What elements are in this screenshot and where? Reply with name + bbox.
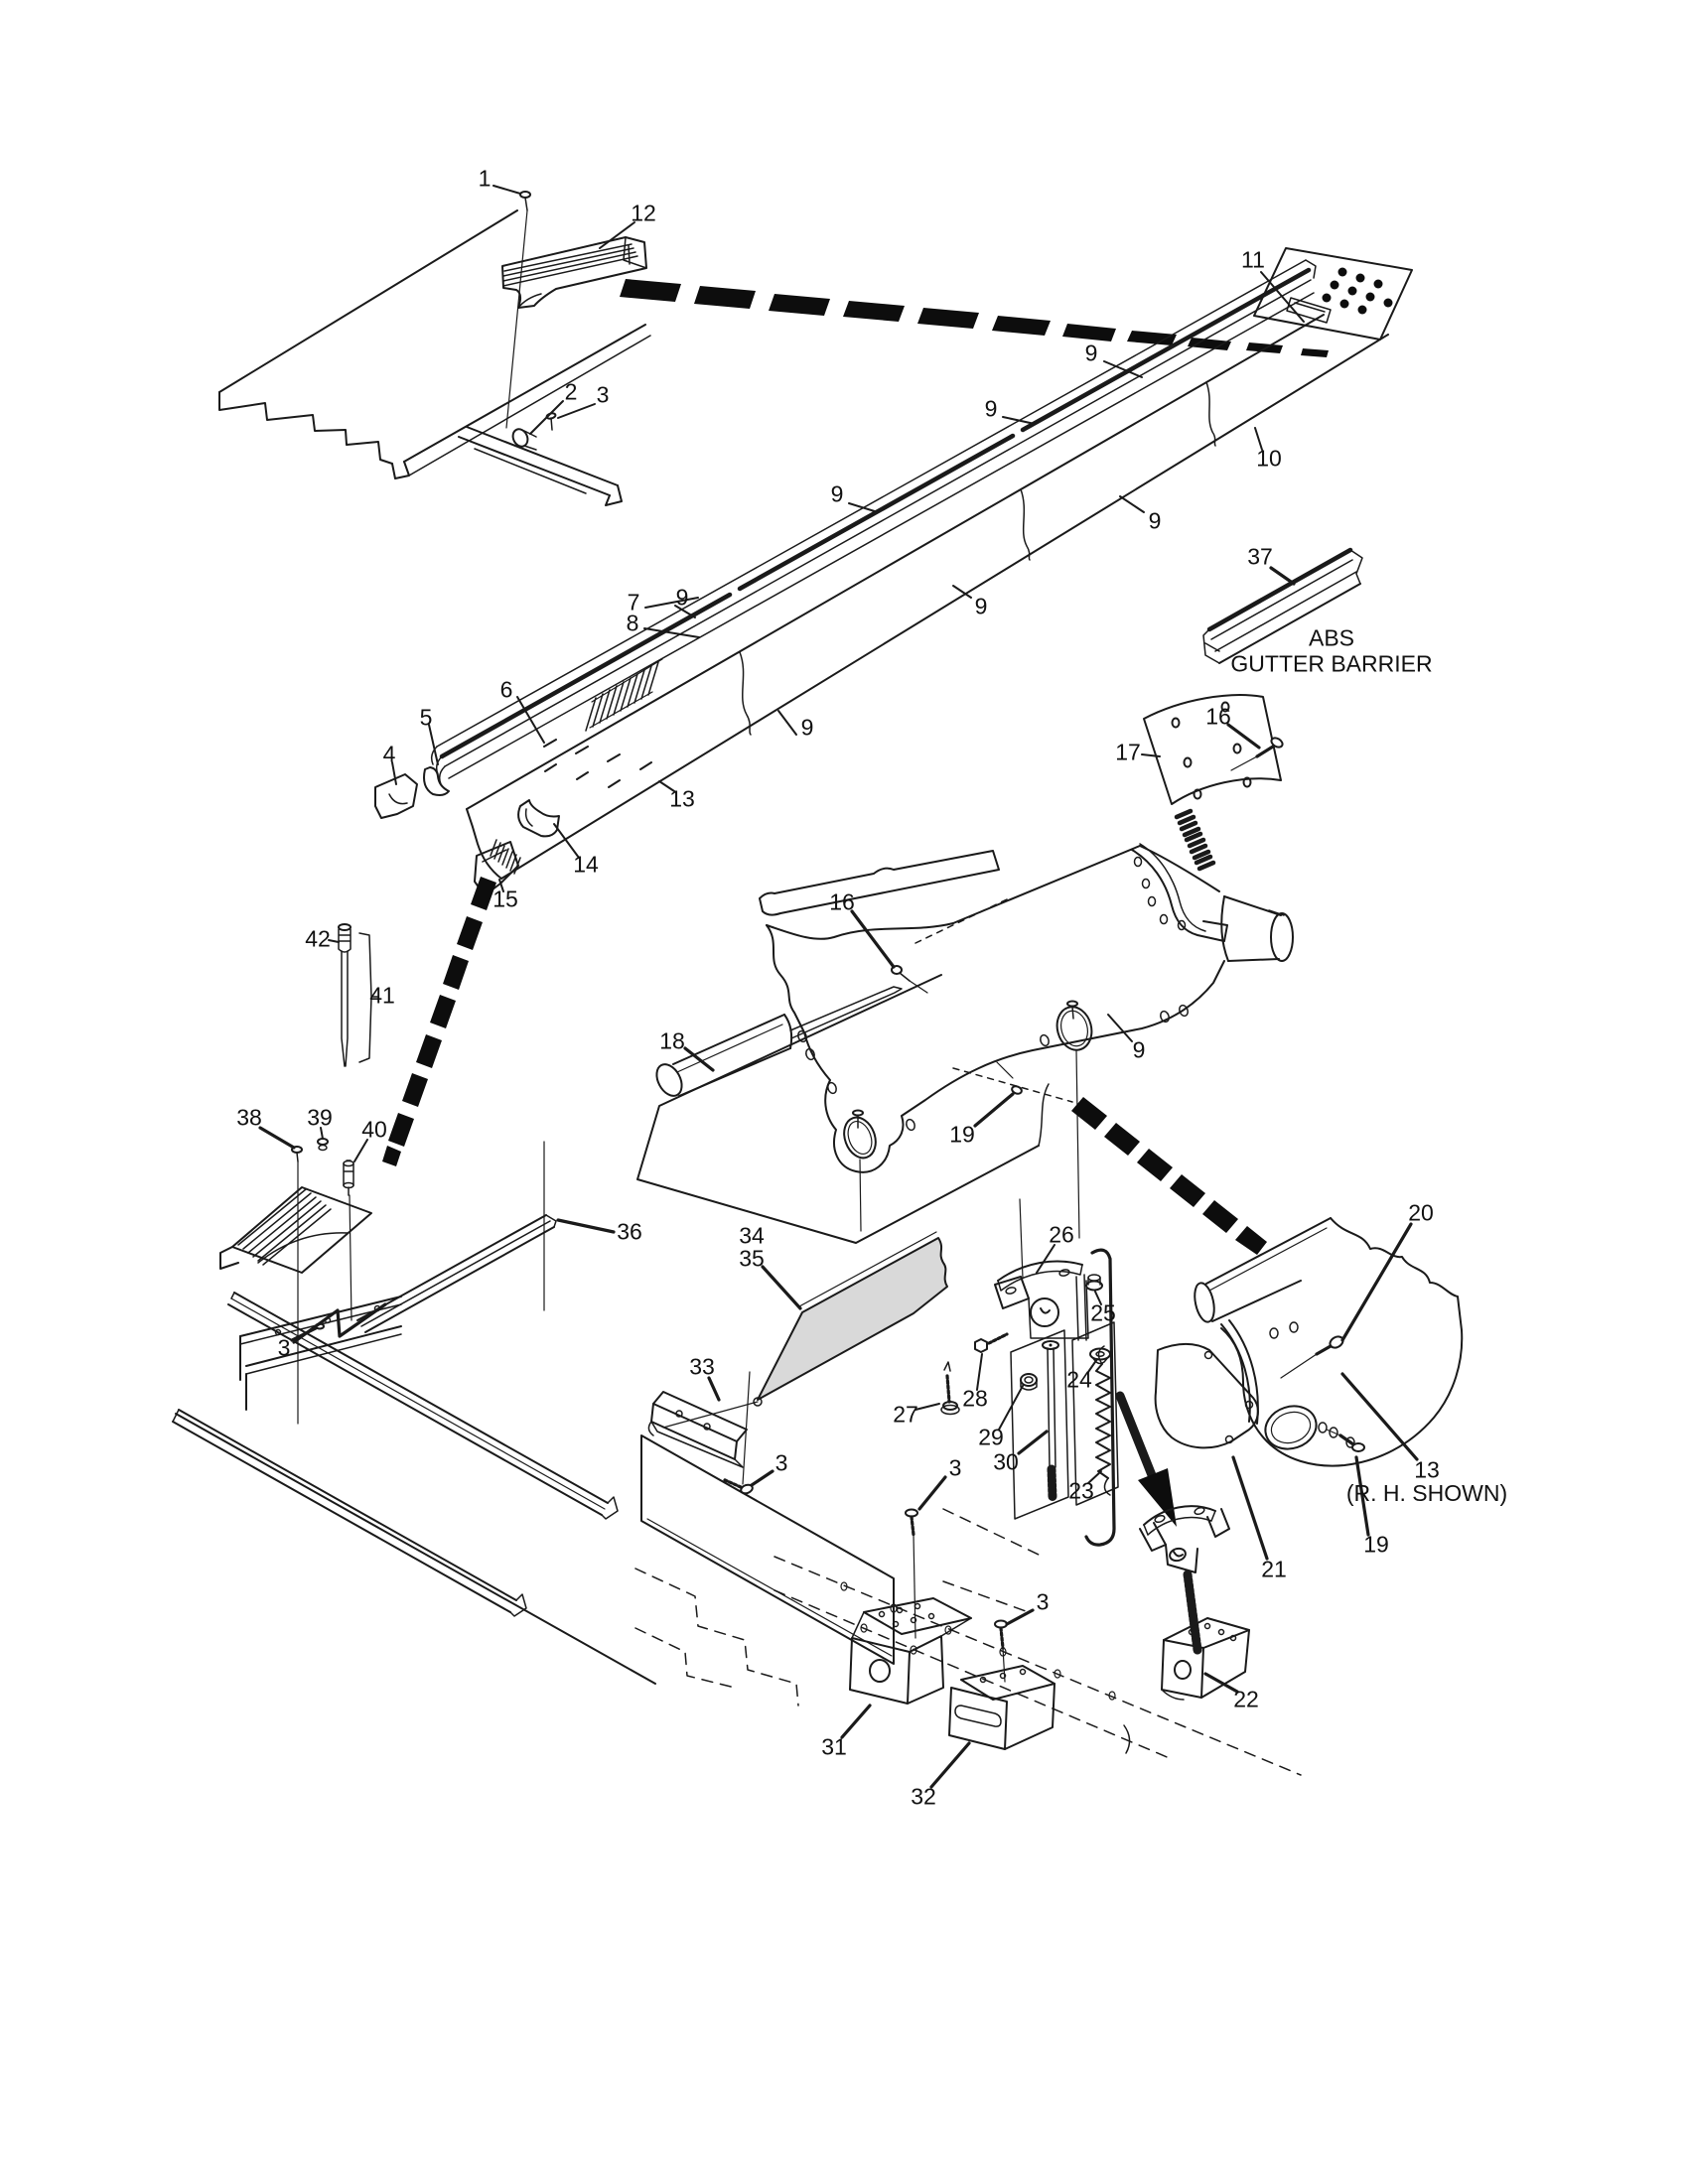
part-label-7: 7 [627,589,640,615]
part-label-39: 39 [307,1104,333,1131]
part-label-2: 2 [564,378,578,405]
part-label-3: 3 [277,1334,291,1361]
part-label-41: 41 [369,982,395,1009]
part-label-3: 3 [948,1454,962,1481]
cross-auger-trough [636,843,1294,1244]
part-label-9: 9 [830,480,844,507]
dashed-floor-outlines [634,1508,1302,1776]
part-label-29: 29 [978,1424,1004,1450]
part-label-21: 21 [1261,1556,1287,1582]
part-label-9: 9 [675,584,689,611]
angle-bracket-33 [647,1391,754,1495]
part-label-38: 38 [236,1104,262,1131]
part-label-8: 8 [626,610,639,636]
shaded-panel-34-35 [662,1231,948,1485]
part-label-4: 4 [382,741,396,767]
filler-strip-12 [501,221,647,309]
part-label-42: 42 [305,925,331,952]
bracket-32 [948,1619,1055,1750]
part-label-37: 37 [1247,543,1273,570]
part-label-9: 9 [984,395,998,422]
saddle-plates [1143,694,1284,872]
dashed-band-top [620,279,1329,357]
part-label-27: 27 [893,1401,918,1428]
part-label-13: 13 [1414,1456,1440,1483]
part-label-19: 19 [1363,1531,1389,1558]
part-label-9: 9 [1084,340,1098,366]
part-label-12: 12 [631,200,656,226]
screw-1 [492,185,531,429]
part-label-26: 26 [1049,1221,1074,1248]
part-label-33: 33 [689,1353,715,1380]
pointer-arrow [1115,1391,1177,1527]
part-label-31: 31 [821,1733,847,1760]
side-panel [640,1434,895,1665]
part-label-17: 17 [1115,739,1141,765]
part-label-28: 28 [962,1385,988,1412]
part-label-16: 16 [829,888,855,915]
part-label-1: 1 [478,165,492,192]
part-label-23: 23 [1068,1477,1094,1504]
part-label-36: 36 [617,1218,642,1245]
hardware-column [940,1198,1119,1547]
part-label-9: 9 [1132,1036,1146,1063]
part-label-3: 3 [774,1449,788,1476]
part-label-40: 40 [361,1116,387,1143]
part-label-34: 34 [739,1222,765,1249]
part-label-32: 32 [911,1783,936,1810]
part-label-5: 5 [419,704,433,731]
part-label-15: 15 [492,886,518,912]
leader-lines [258,271,1419,1789]
part-label-9: 9 [800,714,814,741]
part-label-3: 3 [596,381,610,408]
part-label-30: 30 [993,1448,1019,1475]
part-label-9: 9 [974,593,988,619]
part-label-14: 14 [573,851,599,878]
part-label-9: 9 [1148,507,1162,534]
abs-gutter-barrier [1202,547,1363,664]
part-label-18: 18 [659,1027,685,1054]
part-label-10: 10 [1256,445,1282,472]
part-label-24: 24 [1066,1366,1092,1393]
part-label-20: 20 [1408,1199,1434,1226]
part-label-22: 22 [1233,1686,1259,1712]
part-label-35: 35 [739,1245,765,1272]
part-label-11: 11 [1241,246,1265,273]
part-label-16: 16 [1205,703,1231,730]
part-label-19: 19 [949,1121,975,1148]
dashed-band-left [382,877,496,1166]
hanger-bracket-assembly [1139,1505,1250,1701]
rh-shown-note: (R. H. SHOWN) [1345,1479,1508,1506]
part-label-6: 6 [499,676,513,703]
dashed-band-right [1071,1097,1267,1255]
part-label-13: 13 [669,785,695,812]
part-label-25: 25 [1090,1299,1116,1326]
part-label-3: 3 [1036,1588,1050,1615]
bracket-31 [849,1508,972,1705]
